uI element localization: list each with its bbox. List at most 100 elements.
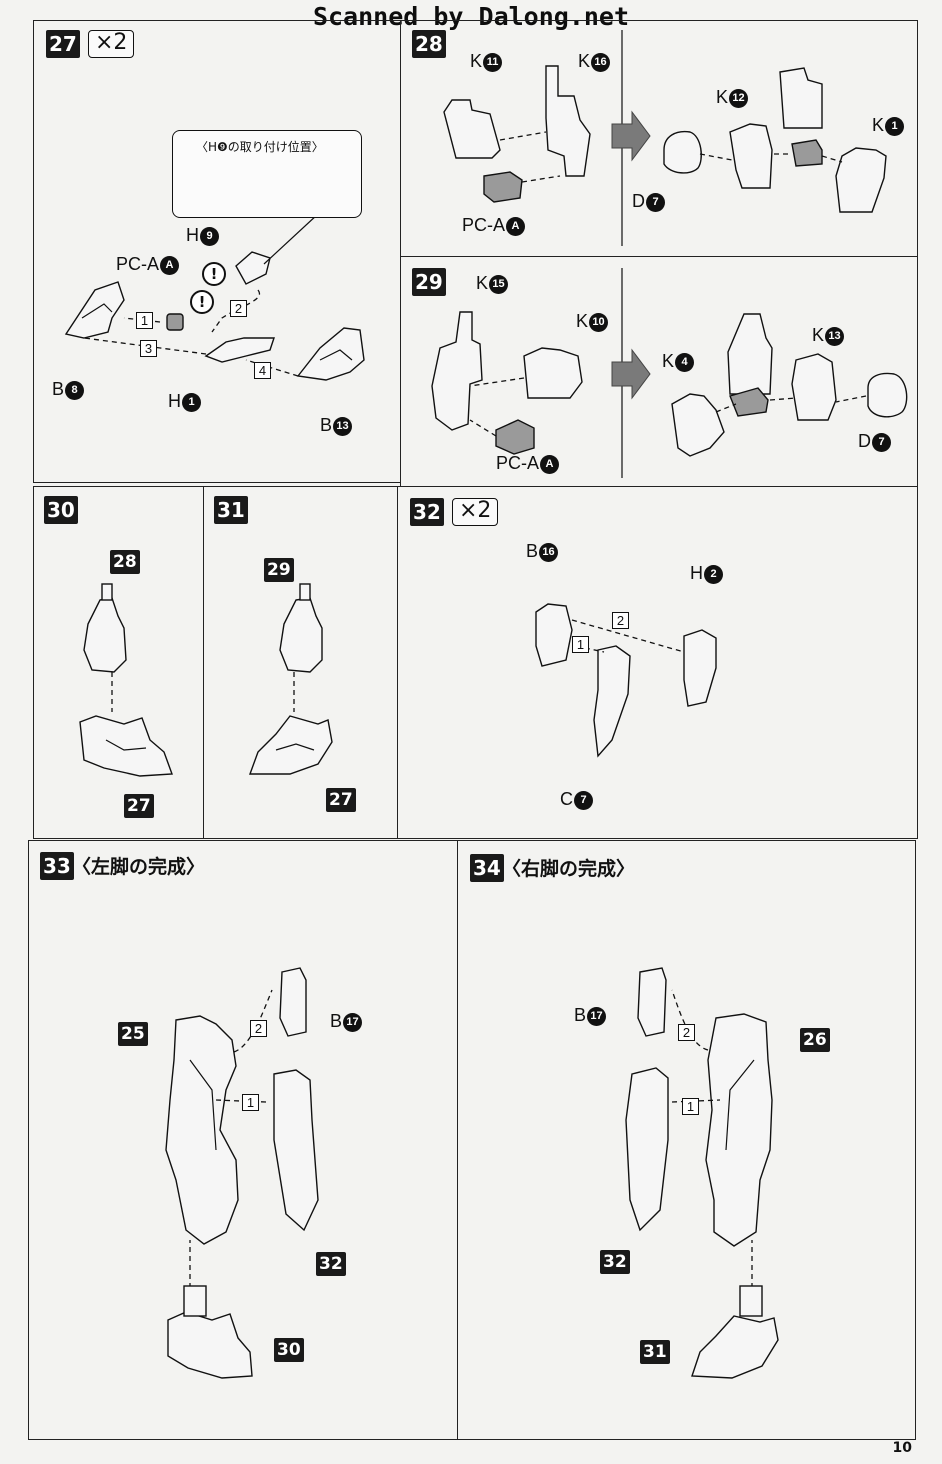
part-k11 bbox=[443, 99, 501, 159]
page-number: 10 bbox=[892, 1440, 912, 1456]
caution-icon-1: ! bbox=[202, 262, 226, 286]
part-d7-29 bbox=[867, 372, 908, 418]
part-pca bbox=[166, 313, 184, 331]
part-h2 bbox=[683, 629, 717, 707]
part-armor-b17 bbox=[279, 967, 307, 1037]
part-upper-29 bbox=[279, 597, 323, 673]
caution-icon-2: ! bbox=[190, 290, 214, 314]
seq-33-2: 2 bbox=[250, 1020, 267, 1037]
step-28-number: 28 bbox=[412, 30, 446, 58]
part-k15 bbox=[431, 311, 483, 431]
part-pca-28b bbox=[791, 139, 823, 167]
part-c7 bbox=[593, 645, 631, 758]
ref-step-25: 25 bbox=[118, 1022, 148, 1046]
part-armor-b17-r bbox=[637, 967, 667, 1037]
part-h9 bbox=[235, 251, 271, 285]
part-k10 bbox=[523, 347, 583, 399]
ref-step-26: 26 bbox=[800, 1028, 830, 1052]
part-leg-26 bbox=[705, 1013, 773, 1247]
part-k1 bbox=[835, 147, 887, 213]
step-28-art bbox=[443, 30, 887, 246]
step-31-art bbox=[249, 583, 333, 775]
seq-27-4: 4 bbox=[254, 362, 271, 379]
scanner-watermark: Scanned by Dalong.net bbox=[312, 2, 630, 31]
step-34-title: 〈右脚の完成〉 bbox=[502, 858, 636, 880]
part-k12 bbox=[729, 123, 773, 189]
step-29-art bbox=[431, 268, 908, 478]
seq-27-1: 1 bbox=[136, 312, 153, 329]
step-34-panel bbox=[457, 840, 916, 1440]
part-leg-25 bbox=[165, 1015, 239, 1245]
ref-step-32-left: 32 bbox=[316, 1252, 346, 1276]
part-foot-31 bbox=[691, 1315, 779, 1379]
step-34-number: 34 bbox=[470, 854, 504, 882]
seq-32-1: 1 bbox=[572, 636, 589, 653]
ref-step-31: 31 bbox=[640, 1340, 670, 1364]
ref-step-28: 28 bbox=[110, 550, 140, 574]
part-h1 bbox=[204, 337, 275, 363]
seq-34-2: 2 bbox=[678, 1024, 695, 1041]
step-27-multiplier: ×2 bbox=[88, 30, 135, 58]
part-k4 bbox=[671, 393, 725, 457]
step-27-number: 27 bbox=[46, 30, 80, 58]
step-33-title: 〈左脚の完成〉 bbox=[72, 856, 206, 878]
result-arrow-28 bbox=[611, 110, 651, 162]
step-34-art bbox=[625, 967, 779, 1379]
part-pca-28 bbox=[483, 171, 523, 203]
part-d7 bbox=[663, 130, 702, 174]
result-arrow-29 bbox=[611, 348, 651, 400]
step-27-note-text: 〈H❾の取り付け位置〉 bbox=[196, 140, 324, 154]
part-armor-32-r bbox=[625, 1067, 669, 1232]
step-31-number: 31 bbox=[214, 496, 248, 524]
step-30-art bbox=[79, 583, 173, 777]
ref-step-30: 30 bbox=[274, 1338, 304, 1362]
step-32-multiplier: ×2 bbox=[452, 498, 499, 526]
part-k12-top bbox=[779, 67, 823, 129]
part-pca-29b bbox=[729, 387, 769, 417]
ref-step-32-right: 32 bbox=[600, 1250, 630, 1274]
part-foot-30 bbox=[167, 1311, 253, 1379]
part-k13 bbox=[791, 353, 837, 421]
seq-27-2: 2 bbox=[230, 300, 247, 317]
part-pca-29 bbox=[495, 419, 535, 455]
step-33-number: 33 bbox=[40, 852, 74, 880]
part-upper-28 bbox=[83, 597, 127, 673]
step-32-panel bbox=[397, 486, 918, 839]
seq-32-2: 2 bbox=[612, 612, 629, 629]
part-k16 bbox=[545, 65, 591, 177]
seq-34-1: 1 bbox=[682, 1098, 699, 1115]
step-33-art bbox=[165, 967, 319, 1379]
ref-step-27-a: 27 bbox=[124, 794, 154, 818]
part-k13-top bbox=[727, 313, 773, 395]
step-29-number: 29 bbox=[412, 268, 446, 296]
step-32-art bbox=[535, 603, 717, 758]
step-32-number: 32 bbox=[410, 498, 444, 526]
seq-27-3: 3 bbox=[140, 340, 157, 357]
seq-33-1: 1 bbox=[242, 1094, 259, 1111]
part-armor-32 bbox=[273, 1069, 319, 1232]
step-27-note-box bbox=[172, 130, 362, 218]
